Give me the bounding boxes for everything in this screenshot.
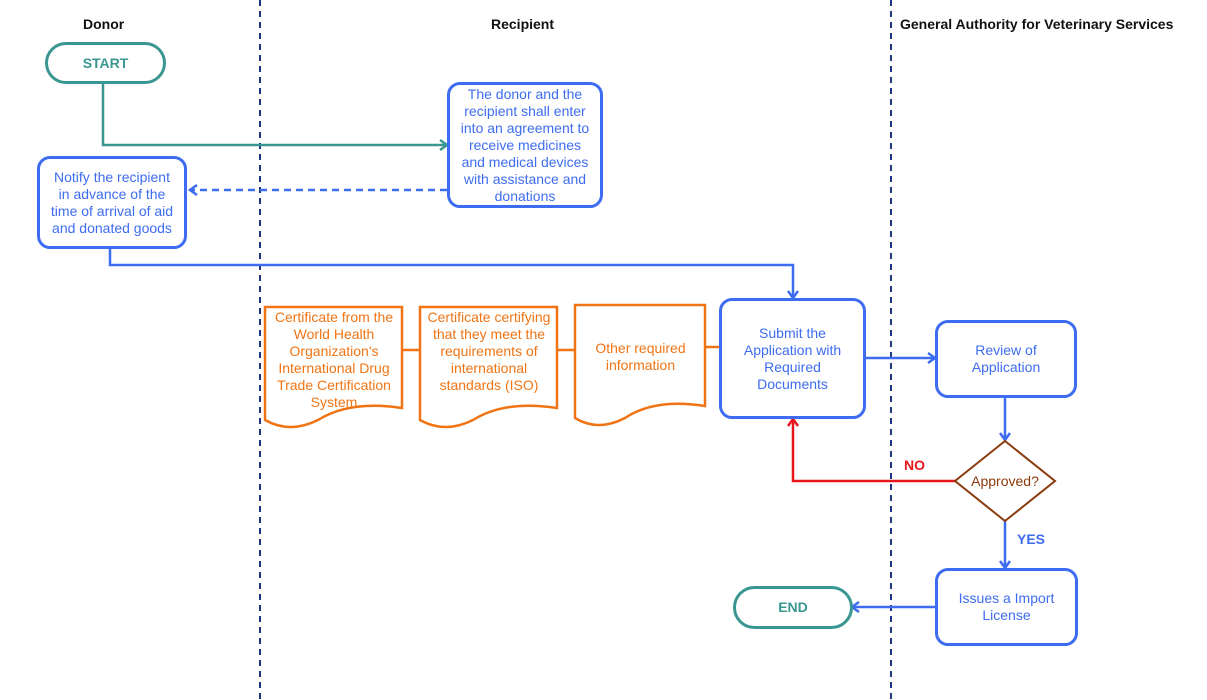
edge-start-agreement bbox=[101, 84, 447, 145]
issue-label: Issues a Import License bbox=[958, 590, 1055, 623]
notify-label: Notify the recipient in advance of the t… bbox=[50, 168, 174, 236]
edge-notify-submit bbox=[108, 248, 793, 298]
document-shape-1 bbox=[263, 305, 404, 429]
submit-label: Submit the Application with Required Doc… bbox=[743, 324, 842, 392]
end-label: END bbox=[778, 599, 808, 615]
decision-label: Approved? bbox=[971, 473, 1039, 489]
decision-diamond bbox=[953, 439, 1057, 523]
agreement-label: The donor and the recipient shall enter … bbox=[460, 85, 590, 204]
submit-process[interactable]: Submit the Application with Required Doc… bbox=[719, 298, 866, 419]
start-label: START bbox=[82, 54, 129, 71]
lane-title-authority: General Authority for Veterinary Service… bbox=[900, 16, 1174, 32]
review-label: Review of Application bbox=[971, 342, 1041, 375]
edge-decision-no-submit bbox=[793, 419, 957, 483]
document-shape-3 bbox=[573, 303, 707, 427]
start-terminal[interactable]: START bbox=[45, 42, 166, 84]
end-terminal[interactable]: END bbox=[733, 586, 853, 629]
document-who-certificate: Certificate from the World Health Organi… bbox=[274, 309, 394, 410]
edge-label-yes: YES bbox=[1017, 531, 1046, 547]
document-other-info: Other required information bbox=[595, 340, 686, 373]
notify-process[interactable]: Notify the recipient in advance of the t… bbox=[37, 156, 187, 249]
issue-license-process[interactable]: Issues a Import License bbox=[935, 568, 1078, 646]
lane-title-donor: Donor bbox=[83, 16, 125, 32]
review-process[interactable]: Review of Application bbox=[935, 320, 1077, 398]
edge-label-no: NO bbox=[904, 457, 925, 473]
document-shape-2 bbox=[418, 305, 559, 429]
agreement-process[interactable]: The donor and the recipient shall enter … bbox=[447, 82, 603, 208]
lane-title-recipient: Recipient bbox=[491, 16, 555, 32]
document-iso-certificate: Certificate certifying that they meet th… bbox=[427, 309, 551, 393]
